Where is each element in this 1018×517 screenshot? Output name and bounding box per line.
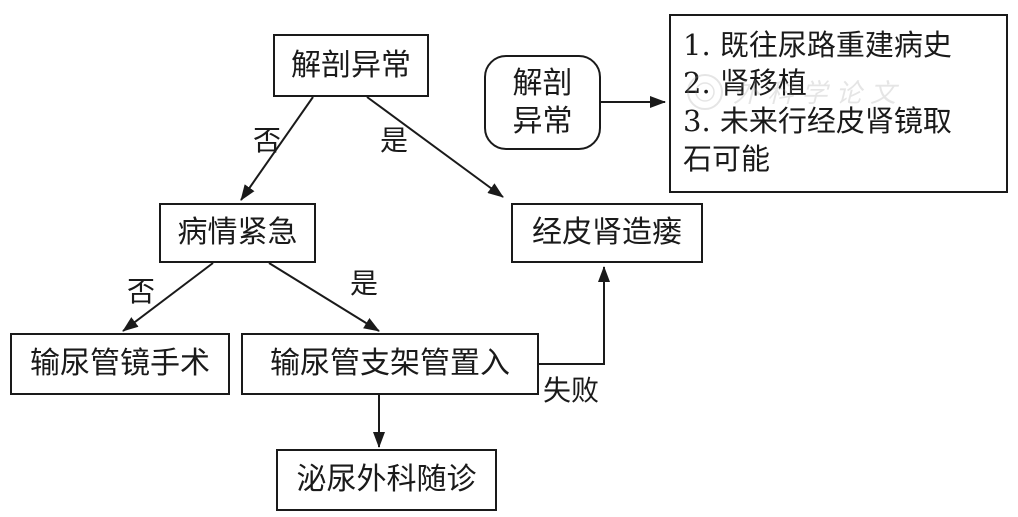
criteria-notes-box: 1. 既往尿路重建病史 2. 肾移植 3. 未来行经皮肾镜取 石可能 [669, 14, 1008, 193]
watermark-logo: 外 科 学 论 文 [687, 74, 900, 110]
edge-label-no-1: 否 [253, 124, 282, 157]
criteria-note-3-cont: 石可能 [683, 142, 771, 176]
node-nephrostomy: 经皮肾造瘘 [511, 203, 703, 263]
node-followup: 泌尿外科随诊 [276, 449, 497, 511]
node-stent: 输尿管支架管置入 [241, 333, 539, 395]
node-urgent: 病情紧急 [159, 203, 316, 263]
criteria-note-3: 3. 未来行经皮肾镜取 [683, 104, 952, 138]
node-anatomy-abnormal: 解剖异常 [273, 34, 429, 97]
node-stent-label: 输尿管支架管置入 [270, 346, 510, 381]
edge-urgent-to-ureteroscopy [122, 262, 214, 332]
edge-anatomy-to-nephrostomy [366, 96, 504, 198]
node-nephrostomy-label: 经皮肾造瘘 [532, 215, 682, 250]
edge-anatomy-to-urgent [240, 96, 314, 201]
node-ureteroscopy-label: 输尿管镜手术 [30, 346, 210, 381]
edge-label-no-2: 否 [127, 275, 156, 308]
node-followup-label: 泌尿外科随诊 [296, 462, 477, 497]
criteria-note-1: 1. 既往尿路重建病史 [683, 28, 952, 62]
edge-label-fail: 失败 [543, 374, 600, 407]
svg-text:外 科 学 论 文: 外 科 学 论 文 [733, 79, 900, 109]
legend-anatomy-line2: 异常 [512, 103, 573, 139]
node-anatomy-abnormal-label: 解剖异常 [291, 47, 411, 83]
edge-label-yes-2: 是 [350, 267, 379, 300]
legend-anatomy-abnormal: 解剖 异常 [484, 55, 601, 150]
criteria-note-2: 2. 肾移植 [683, 66, 807, 100]
edge-stent-to-nephrostomy-fail [539, 266, 610, 365]
legend-anatomy-line1: 解剖 [512, 66, 573, 101]
node-urgent-label: 病情紧急 [177, 215, 298, 250]
edge-label-yes-1: 是 [380, 124, 409, 157]
edge-urgent-to-stent [268, 262, 380, 332]
node-ureteroscopy: 输尿管镜手术 [10, 333, 230, 395]
